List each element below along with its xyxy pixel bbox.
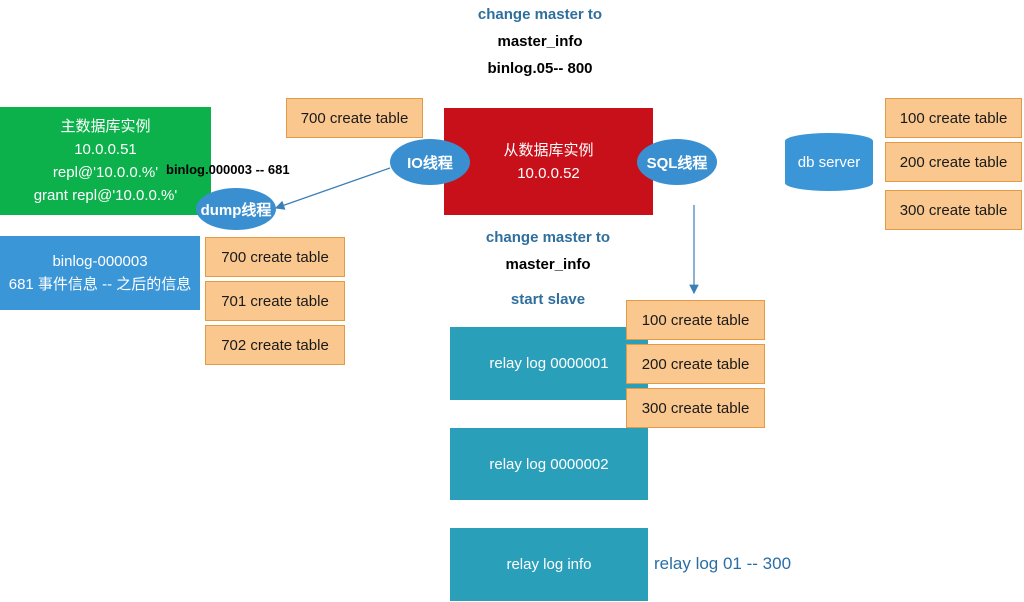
dump-thread-ellipse: dump线程 [196, 188, 276, 230]
master-repl-user: repl@'10.0.0.%' [52, 164, 159, 181]
slave-instance-box: 从数据库实例 10.0.0.52 [444, 108, 653, 215]
io-thread-ellipse: IO线程 [390, 139, 470, 185]
mid-master-info-label: master_info [505, 256, 591, 273]
relay-log-1-box: relay log 0000001 [450, 327, 648, 400]
master-grant: grant repl@'10.0.0.%' [33, 187, 178, 204]
db-event-200: 200 create table [885, 142, 1022, 182]
slave-ip: 10.0.0.52 [517, 164, 580, 182]
binlog-pointer-label: binlog.000003 -- 681 [166, 162, 290, 177]
master-binlog-box: binlog-000003 681 事件信息 -- 之后的信息 [0, 236, 200, 310]
db-server-label: db server [797, 153, 861, 171]
relay-event-300: 300 create table [626, 388, 765, 428]
master-event-702: 702 create table [205, 325, 345, 365]
top-master-info-label: master_info [497, 33, 583, 50]
master-event-701: 701 create table [205, 281, 345, 321]
db-event-100: 100 create table [885, 98, 1022, 138]
top-binlog-position-label: binlog.05-- 800 [487, 60, 593, 77]
relay-event-200: 200 create table [626, 344, 765, 384]
relay-event-100: 100 create table [626, 300, 765, 340]
top-event-700: 700 create table [286, 98, 423, 138]
master-instance-box: 主数据库实例 10.0.0.51 repl@'10.0.0.%' grant r… [0, 107, 211, 215]
mid-start-slave-label: start slave [510, 291, 586, 308]
db-server-cylinder: db server [785, 133, 873, 191]
master-title: 主数据库实例 [60, 118, 151, 135]
relay-info-value: relay log 01 -- 300 [654, 554, 792, 573]
top-change-master-label: change master to [477, 6, 603, 23]
master-ip: 10.0.0.51 [74, 141, 137, 158]
io-to-dump-arrow [274, 167, 391, 210]
relay-log-info-box: relay log info [450, 528, 648, 601]
mid-change-master-label: change master to [485, 229, 611, 246]
db-event-300: 300 create table [885, 190, 1022, 230]
db-server-shape [785, 133, 873, 191]
binlog-file-label: binlog-000003 [52, 253, 148, 270]
sql-thread-ellipse: SQL线程 [637, 139, 717, 185]
slave-title: 从数据库实例 [503, 141, 594, 159]
relay-log-2-box: relay log 0000002 [450, 428, 648, 500]
binlog-events-label: 681 事件信息 -- 之后的信息 [8, 276, 192, 293]
master-event-700: 700 create table [205, 237, 345, 277]
